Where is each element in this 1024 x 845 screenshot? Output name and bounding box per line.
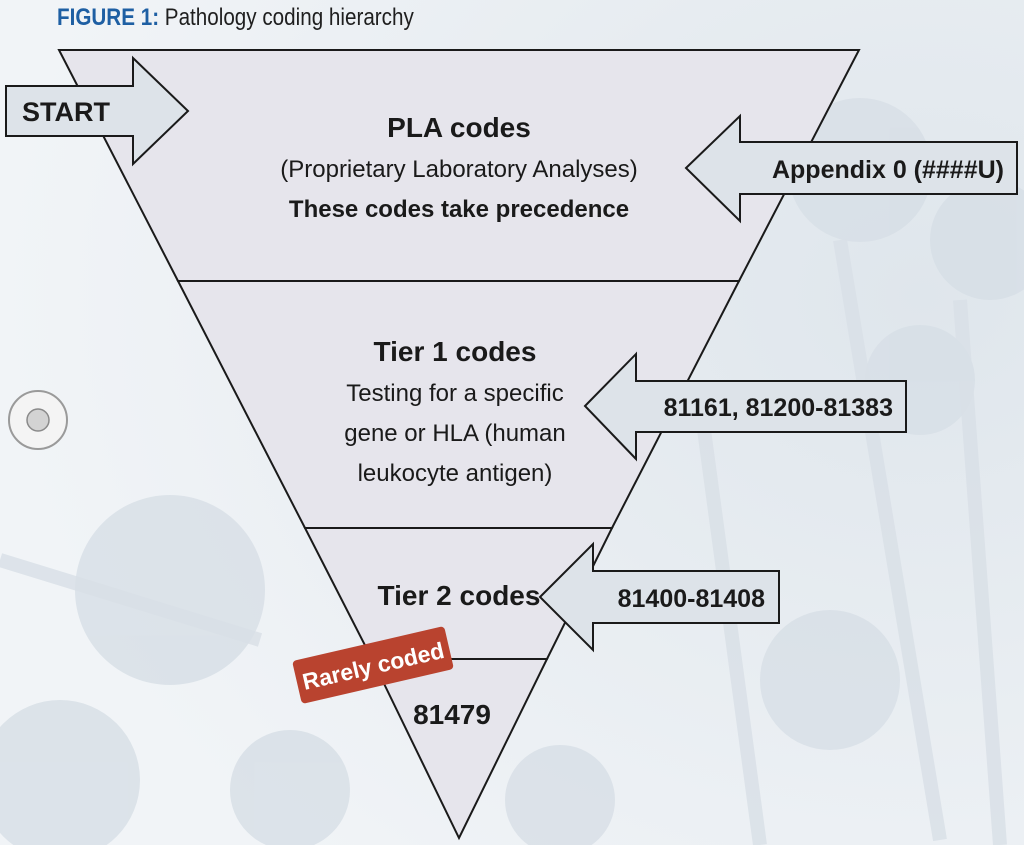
figure-title-text: Pathology coding hierarchy [164, 4, 414, 31]
code-arrow-tier1: 81161, 81200-81383 [583, 351, 907, 462]
start-arrow-label: START [22, 97, 110, 127]
figure-label: FIGURE 1: [57, 4, 160, 31]
tier-emphasis: These codes take precedence [289, 196, 629, 223]
code-arrow-tier2: 81400-81408 [538, 541, 780, 653]
tier-description: gene or HLA (human [344, 420, 565, 447]
tier-tier2-text: Tier 2 codes [378, 580, 541, 611]
start-arrow: START [5, 55, 190, 167]
badge-background [292, 626, 454, 704]
tier-description: leukocyte antigen) [358, 460, 553, 487]
tier-heading: PLA codes [387, 112, 531, 143]
funnel-section-unlisted [370, 658, 549, 841]
tier-heading: Tier 1 codes [374, 336, 537, 367]
code-arrow-label: 81400-81408 [618, 585, 765, 613]
figure-title: FIGURE 1: Pathology coding hierarchy [57, 4, 414, 32]
code-arrow-label: Appendix 0 (####U) [772, 156, 1004, 184]
funnel [57, 49, 861, 841]
start-arrow-shape [5, 55, 190, 167]
tier-description: (Proprietary Laboratory Analyses) [280, 156, 638, 183]
code-arrow-shape [583, 351, 907, 462]
tier-unlisted-text: 81479 [413, 699, 491, 730]
tier-description: Testing for a specific [346, 380, 563, 407]
code-arrow-pla: Appendix 0 (####U) [684, 113, 1018, 224]
tier-pla-text: PLA codes (Proprietary Laboratory Analys… [280, 112, 638, 223]
tier-heading: Tier 2 codes [378, 580, 541, 611]
radio-button-icon[interactable] [8, 390, 68, 450]
code-arrow-shape [538, 541, 780, 653]
code-arrow-shape [684, 113, 1018, 224]
tier-heading: 81479 [413, 699, 491, 730]
code-arrow-label: 81161, 81200-81383 [664, 394, 893, 422]
tier-tier1-text: Tier 1 codes Testing for a specific gene… [344, 336, 565, 487]
